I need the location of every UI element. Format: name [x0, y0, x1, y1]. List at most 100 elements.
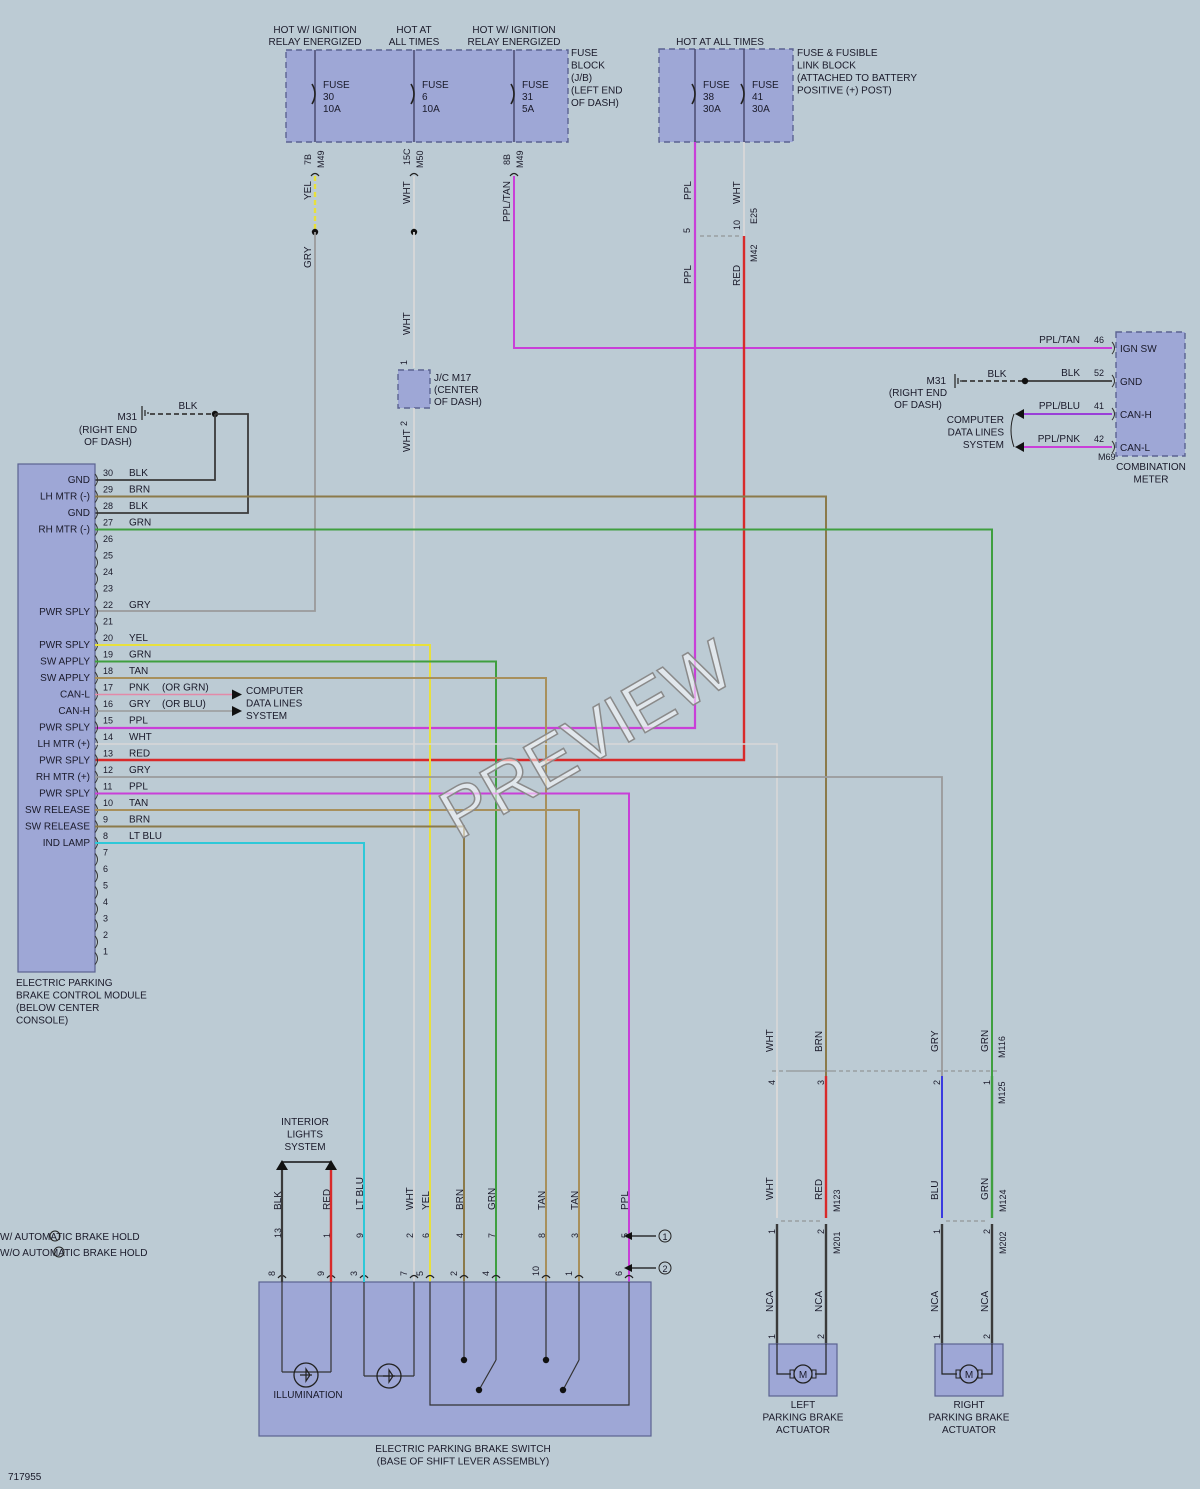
- switch-pin: 3: [570, 1233, 580, 1238]
- fuse-pin: 7B: [303, 154, 313, 165]
- pin-mark: [94, 952, 98, 965]
- ecu-pin-number: 16: [103, 699, 113, 709]
- ecu-pin-func: SW APPLY: [40, 673, 90, 684]
- wire-color: RED: [814, 1179, 825, 1200]
- switch-title: ELECTRIC PARKING BRAKE SWITCH: [375, 1444, 550, 1455]
- motor-symbol: M: [965, 1370, 973, 1381]
- conn-pin: 2: [816, 1229, 826, 1234]
- ecu-pin-number: 21: [103, 617, 113, 627]
- ecu-pin-number: 27: [103, 518, 113, 528]
- fuse-block-title: OF DASH): [571, 98, 619, 109]
- ecu-pin-number: 15: [103, 716, 113, 726]
- switch-pin: 10: [531, 1266, 541, 1276]
- pin-mark: [94, 869, 98, 883]
- interior-note: SYSTEM: [284, 1142, 325, 1153]
- can-bracket: [1010, 413, 1015, 448]
- ecu-pin-number: 18: [103, 666, 113, 676]
- wire-lt-blu: [95, 842, 365, 1282]
- fuse-block-header: RELAY ENERGIZED: [269, 37, 362, 48]
- meter-wire-color: PPL/PNK: [1038, 434, 1081, 445]
- marker-circle: [53, 1246, 65, 1258]
- can-note: DATA LINES: [246, 699, 303, 710]
- ecu-pin-number: 11: [103, 782, 112, 792]
- fusible-link-block-box: [658, 48, 794, 143]
- pin-mark: [94, 886, 98, 899]
- ecu-wire-color: GRN: [129, 650, 151, 661]
- wire-ppl: [95, 792, 630, 1282]
- switch-pin: 6: [614, 1271, 624, 1276]
- fuse-block-box: [285, 49, 569, 143]
- wire-color: GRN: [980, 1178, 991, 1200]
- ecu-pin-number: 23: [103, 584, 113, 594]
- fuse-block-header: HOT W/ IGNITION: [273, 25, 356, 36]
- wire-color: GRY: [930, 1030, 941, 1052]
- pin-mark: [94, 754, 98, 767]
- fusible-link-title: LINK BLOCK: [797, 61, 856, 72]
- ecu-pin-number: 13: [103, 749, 113, 759]
- motor-brush: [789, 1369, 795, 1379]
- switch-box: [258, 1281, 652, 1437]
- ecu-wire-color: YEL: [129, 633, 148, 644]
- fusible-link-title: POSITIVE (+) POST): [797, 86, 892, 97]
- arrow-icon: [232, 706, 242, 716]
- actuator-internal: [941, 1344, 993, 1375]
- meter-pin-number: 42: [1094, 434, 1104, 444]
- meter-wire-color: PPL/TAN: [1039, 335, 1080, 346]
- ecu-pin-number: 6: [103, 864, 108, 874]
- fuse-label: FUSE: [422, 80, 449, 91]
- ecu-box: [17, 463, 96, 973]
- ecu-wire-color: BLK: [129, 501, 148, 512]
- wire-tan: [95, 809, 580, 1282]
- wire-color: NCA: [930, 1291, 941, 1312]
- jc-pin: 1: [399, 360, 409, 365]
- junction-connector-box: [397, 369, 431, 409]
- fuse-label: 10A: [323, 104, 341, 115]
- ground-symbol: [141, 406, 149, 420]
- jc-title: J/C M17: [434, 373, 472, 384]
- conn-pin: 1: [767, 1229, 777, 1234]
- switch-pin: 8: [537, 1233, 547, 1238]
- wire-color: BLK: [988, 369, 1007, 380]
- conn-pin: 10: [732, 220, 742, 230]
- pin-mark: [94, 473, 98, 487]
- arrow-up-icon: [276, 1160, 288, 1170]
- jc-title: OF DASH): [434, 397, 482, 408]
- motor-brush: [977, 1369, 983, 1379]
- switch-wire-color: TAN: [570, 1191, 581, 1210]
- ecu-wire-color: BRN: [129, 815, 150, 826]
- ecu-pin-number: 22: [103, 600, 113, 610]
- actuator-pin: 2: [816, 1334, 826, 1339]
- wire-grn: [95, 528, 993, 1076]
- ecu-pin-func: GND: [68, 508, 90, 519]
- contact-dot: [460, 1356, 468, 1364]
- ground-conn: M31: [118, 412, 138, 423]
- ecu-pin-number: 8: [103, 831, 108, 841]
- wire-yel: [95, 644, 431, 1282]
- conn-id: M123: [832, 1189, 842, 1212]
- pin-mark: [94, 605, 98, 619]
- conn-id: M116: [997, 1036, 1007, 1058]
- meter-pin-func: IGN SW: [1120, 344, 1157, 355]
- illumination-label: ILLUMINATION: [273, 1390, 342, 1401]
- ecu-pin-number: 19: [103, 650, 113, 660]
- meter-wire-color: PPL/BLU: [1039, 401, 1080, 412]
- diode-symbol: [383, 1368, 395, 1384]
- actuator-title: ACTUATOR: [942, 1425, 996, 1436]
- ecu-wire-alt: (OR GRN): [162, 683, 209, 694]
- motor-symbol: M: [799, 1370, 807, 1381]
- wire-color: BLU: [930, 1181, 941, 1200]
- fuse-block-header: RELAY ENERGIZED: [468, 37, 561, 48]
- wire-color: GRY: [303, 246, 314, 268]
- arrow-icon: [624, 1232, 632, 1240]
- pin-mark: [94, 589, 98, 602]
- fuse-pin: 8B: [502, 154, 512, 165]
- meter-pin-number: 46: [1094, 335, 1104, 345]
- ecu-pin-number: 28: [103, 501, 113, 511]
- ecu-pin-func: CAN-L: [60, 690, 90, 701]
- ecu-wire-color: PPL: [129, 782, 148, 793]
- wire-color: NCA: [814, 1291, 825, 1312]
- actuator-pin: 1: [932, 1334, 942, 1339]
- fusible-label: FUSE: [703, 80, 730, 91]
- brake-hold-note: W/ AUTOMATIC BRAKE HOLD: [0, 1232, 140, 1243]
- marker-circle: [49, 1230, 61, 1242]
